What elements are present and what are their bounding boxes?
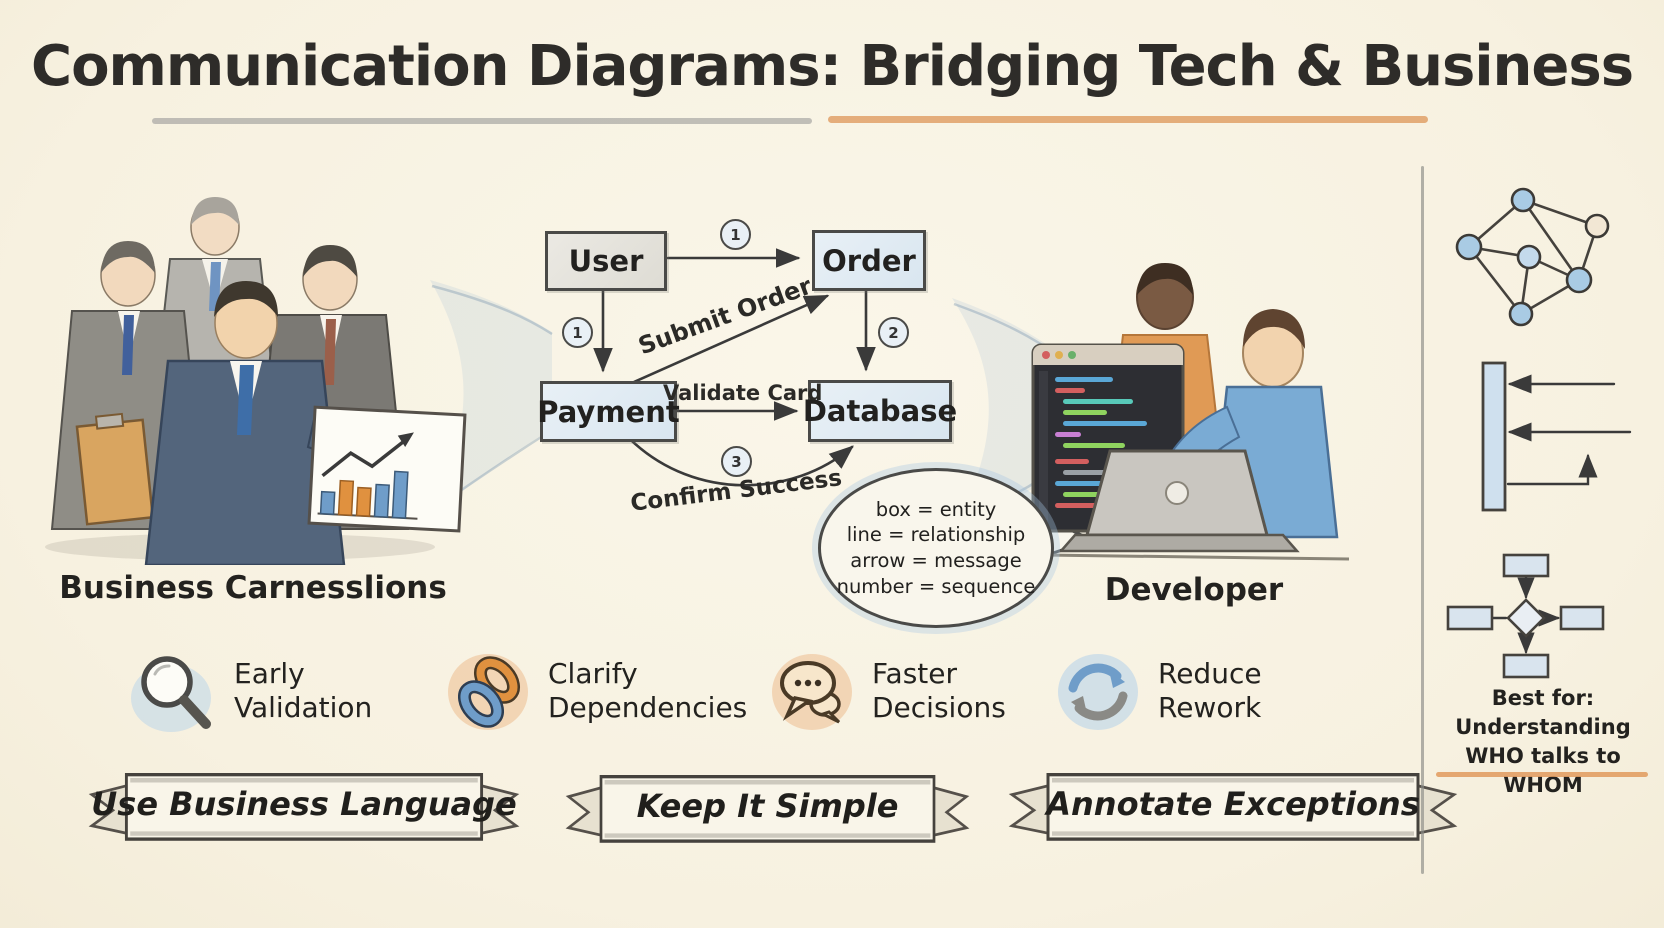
benefit-item-early-validation: Early Validation xyxy=(128,646,372,736)
bar-chart-board xyxy=(307,405,467,533)
best-for-underline xyxy=(1436,772,1648,777)
benefit-item-clarify-dependencies: Clarify Dependencies xyxy=(442,646,747,736)
sequence-lifeline-illustration xyxy=(1481,361,1632,512)
laptop xyxy=(1058,449,1300,553)
flowchart-illustration xyxy=(1446,553,1605,679)
entity-box-order: Order xyxy=(812,230,926,291)
entity-label-payment: Payment xyxy=(537,394,680,429)
message-label-confirm-success: Confirm Success xyxy=(629,465,844,517)
legend-line-box: box = entity xyxy=(875,497,997,521)
benefit-item-faster-decisions: Faster Decisions xyxy=(766,646,1006,736)
banner-annotate-exceptions: Annotate Exceptions xyxy=(1008,768,1458,848)
sequence-badge-confirm: 3 xyxy=(721,446,752,477)
business-team-illustration xyxy=(45,197,467,565)
benefit-label-line2: Validation xyxy=(234,691,373,724)
benefit-label-line2: Rework xyxy=(1158,691,1262,724)
sequence-badge-user-payment: 1 xyxy=(562,317,593,348)
ribbon-shape xyxy=(88,773,520,841)
best-for-line1: Best for: xyxy=(1491,686,1595,710)
legend-speech-bubble: box = entity line = relationship arrow =… xyxy=(818,468,1054,628)
page-title: Communication Diagrams: Bridging Tech & … xyxy=(30,34,1634,99)
best-for-note: Best for: Understanding WHO talks to WHO… xyxy=(1428,684,1658,800)
title-underline-orange xyxy=(828,116,1428,123)
benefit-label-line2: Dependencies xyxy=(548,691,748,724)
developer-illustration xyxy=(1031,263,1350,561)
legend-line-number: number = sequence xyxy=(836,574,1036,598)
benefit-label-line1: Reduce xyxy=(1158,656,1262,690)
magnifier-icon xyxy=(131,656,211,732)
banner-label: Use Business Language xyxy=(91,785,517,823)
benefit-label-line1: Faster xyxy=(872,656,957,690)
chain-links-icon xyxy=(448,654,528,730)
entity-box-database: Database xyxy=(803,380,957,442)
banner-label: Keep It Simple xyxy=(636,787,899,825)
sidebar-divider xyxy=(1421,166,1424,874)
sequence-badge-user-order: 1 xyxy=(720,219,751,250)
network-graph-illustration xyxy=(1455,187,1610,327)
benefit-item-reduce-rework: Reduce Rework xyxy=(1052,646,1262,736)
banner-use-business-language: Use Business Language xyxy=(88,768,520,848)
benefit-label-line1: Clarify xyxy=(548,656,638,690)
ribbon-shape xyxy=(1008,773,1458,841)
sequence-badge-order-database: 2 xyxy=(878,317,909,348)
business-team-label: Business Carnesslions xyxy=(59,570,447,606)
title-underline-gray xyxy=(152,118,812,124)
cycle-arrows-icon xyxy=(1058,654,1138,730)
benefit-label-line1: Early xyxy=(234,656,305,690)
desk-line xyxy=(1042,553,1350,561)
entity-label-database: Database xyxy=(802,394,958,428)
speech-bubbles-icon xyxy=(772,654,852,730)
best-for-line3: WHO talks to WHOM xyxy=(1465,743,1621,797)
entity-label-order: Order xyxy=(822,243,916,278)
best-for-line2: Understanding xyxy=(1455,714,1631,739)
entity-box-user: User xyxy=(545,231,667,291)
developer-label: Developer xyxy=(1104,572,1284,608)
benefit-label-line2: Decisions xyxy=(872,691,1006,724)
entity-box-payment: Payment xyxy=(537,381,680,442)
banner-label: Annotate Exceptions xyxy=(1046,785,1420,823)
message-label-validate-card: Validate Card xyxy=(663,381,823,405)
legend-line-arrow: arrow = message xyxy=(850,549,1022,572)
legend-line-line: line = relationship xyxy=(846,523,1026,547)
ribbon-shape xyxy=(565,775,970,843)
banner-keep-it-simple: Keep It Simple xyxy=(565,770,970,850)
entity-label-user: User xyxy=(568,244,644,278)
